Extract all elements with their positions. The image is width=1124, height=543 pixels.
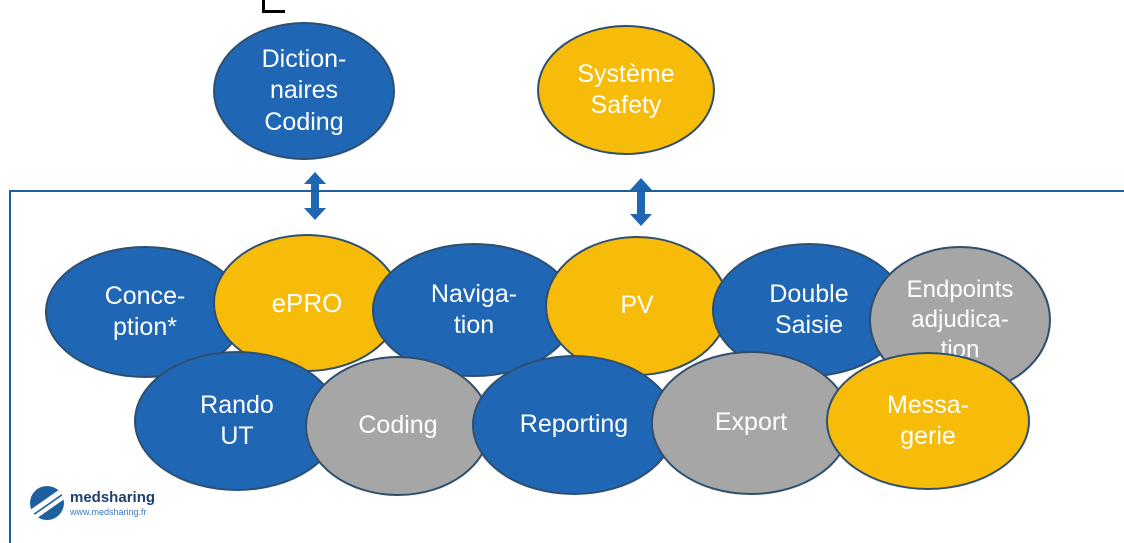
module-label: Endpoints adjudica- tion [906,276,1014,363]
module-label: PV [620,291,654,320]
module-label: Conce- ption* [104,281,186,341]
logo-url: www.medsharing.fr [70,507,147,517]
module-label: Export [714,408,788,437]
module-label: Reporting [519,410,629,439]
module-label: ePRO [271,287,343,318]
dictionaries-coding-oval: Diction- naires Coding [213,22,395,160]
module-messagerie: Messa- gerie [826,352,1030,490]
module-label: Naviga- tion [430,279,518,339]
module-coding: Coding [305,356,491,496]
module-pv: PV [545,236,729,376]
logo-text: medsharing www.medsharing.fr [70,489,155,517]
partial-title-glyph [262,0,285,13]
module-label: Double Saisie [769,279,849,339]
module-label: Coding [358,411,438,440]
module-export: Export [651,351,851,495]
medsharing-logo: medsharing www.medsharing.fr [30,486,155,520]
logo-name: medsharing [70,489,156,506]
safety-system-label: Système Safety [577,59,675,119]
double-arrow-icon [304,172,326,220]
platform-frame [9,190,1124,543]
module-reporting: Reporting [472,355,676,495]
safety-system-oval: Système Safety [537,25,715,155]
module-navigation: Naviga- tion [372,243,576,377]
dictionaries-coding-label: Diction- naires Coding [261,45,347,136]
medsharing-logo-icon [30,486,64,520]
module-conception: Conce- ption* [45,246,245,378]
module-label: Rando UT [200,390,274,450]
module-label: Messa- gerie [887,390,969,450]
